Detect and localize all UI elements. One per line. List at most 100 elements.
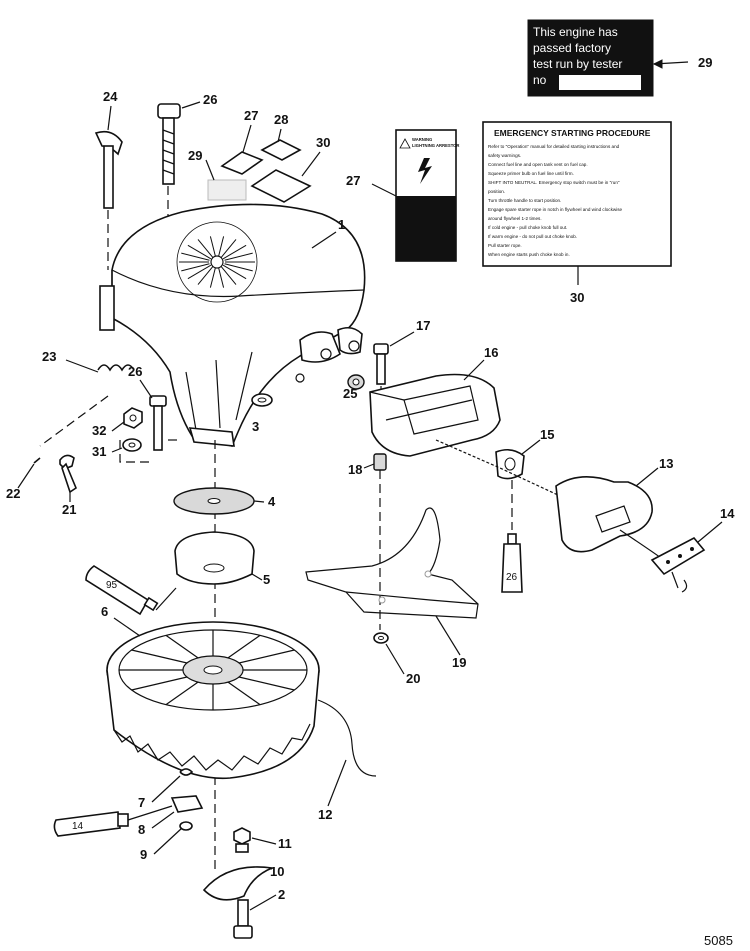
small-decals — [207, 139, 312, 203]
card-line: Refer to "Operation" manual for detailed… — [488, 144, 620, 149]
tag-line-4: no — [533, 73, 547, 87]
tag-line-2: passed factory — [533, 41, 611, 55]
tube-95-text: 95 — [106, 580, 118, 591]
nut-part-11 — [233, 827, 251, 853]
card-line: around flywheel 1-2 times. — [488, 216, 542, 221]
sleeve-part-18 — [373, 453, 387, 471]
pawl-retainer-part-5 — [174, 531, 255, 585]
callout-31: 31 — [92, 444, 106, 459]
bolt-part-2 — [233, 899, 253, 939]
callout-6: 6 — [101, 604, 108, 619]
lightning-bolt-icon — [418, 158, 432, 184]
leader-27-decal — [371, 183, 397, 197]
starter-housing-part-1 — [99, 203, 366, 447]
callout-28: 28 — [274, 112, 288, 127]
callout-11: 11 — [278, 836, 292, 851]
grommet-part-15 — [495, 448, 525, 480]
callout-29: 29 — [188, 148, 202, 163]
card-line: Pull starter rope. — [488, 243, 522, 248]
callout-15: 15 — [540, 427, 554, 442]
bolt-part-26-left — [149, 395, 167, 451]
tester-tag-label: This engine has passed factory test run … — [527, 19, 654, 97]
card-title: EMERGENCY STARTING PROCEDURE — [494, 128, 651, 138]
choke-handle-part-24 — [94, 130, 123, 209]
decal-27 — [220, 151, 264, 175]
callout-21: 21 — [62, 502, 76, 517]
callout-26-top: 26 — [203, 92, 217, 107]
callout-1: 1 — [338, 217, 345, 232]
screw-part-17 — [373, 343, 389, 385]
callout-14: 14 — [720, 506, 735, 521]
callout-5: 5 — [263, 572, 270, 587]
decal-29 — [207, 179, 247, 201]
retainer-part-10 — [202, 866, 276, 901]
tag-line-3: test run by tester — [533, 57, 622, 71]
friction-plate-part-4 — [173, 487, 255, 515]
callout-25: 25 — [343, 386, 357, 401]
washer-part-3 — [251, 393, 273, 407]
callout-30-card: 30 — [570, 290, 584, 305]
card-line: SHIFT INTO NEUTRAL. Emergency stop switc… — [488, 180, 620, 185]
bolt-part-26-top — [157, 103, 181, 185]
callout-30: 30 — [316, 135, 330, 150]
callout-23: 23 — [42, 349, 56, 364]
callout-2: 2 — [278, 887, 285, 902]
card-lines: Refer to "Operation" manual for detailed… — [488, 144, 623, 257]
card-line: position. — [488, 189, 505, 194]
starter-rope-part-12 — [317, 699, 377, 777]
card-line: If warm engine - do not pull out choke k… — [488, 234, 577, 239]
callout-12: 12 — [318, 807, 332, 822]
nut-part-32 — [123, 407, 143, 429]
lever-part-21 — [59, 454, 77, 494]
starter-handle-part-13 — [555, 476, 653, 553]
tube-26-text: 26 — [506, 572, 518, 583]
warning-header-2: LIGHTNING ARRESTOR — [412, 143, 459, 148]
decal-30 — [250, 169, 312, 203]
grease-tube-95: 95 — [85, 565, 159, 616]
lanyard-clip-part-14 — [650, 536, 706, 593]
warning-decal: WARNING LIGHTNING ARRESTOR — [395, 129, 459, 262]
card-line: When engine starts push choke knob in. — [488, 252, 570, 257]
callout-26-left: 26 — [128, 364, 142, 379]
callout-19: 19 — [452, 655, 466, 670]
card-line: Turn throttle handle to start position. — [488, 198, 561, 203]
callout-22: 22 — [6, 486, 20, 501]
card-line: safety warnings. — [488, 153, 521, 158]
spring-part-7 — [179, 768, 194, 776]
bracket-part-19 — [305, 507, 479, 619]
arrow-29-tag — [652, 59, 663, 69]
callout-3: 3 — [252, 419, 259, 434]
callout-20: 20 — [406, 671, 420, 686]
callout-17: 17 — [416, 318, 430, 333]
spring-part-23 — [97, 364, 135, 372]
emergency-starting-procedure-card: EMERGENCY STARTING PROCEDURE Refer to "O… — [482, 121, 672, 267]
pin-part-22 — [33, 457, 41, 464]
callout-16: 16 — [484, 345, 498, 360]
figure-number: 5085 — [704, 933, 733, 948]
callout-18: 18 — [348, 462, 362, 477]
handle-housing-part-16 — [369, 373, 501, 457]
callout-32: 32 — [92, 423, 106, 438]
callout-27: 27 — [244, 108, 258, 123]
callout-7: 7 — [138, 795, 145, 810]
pulley-part-6 — [106, 621, 320, 780]
bushing-part-25 — [347, 374, 365, 390]
clip-part-9 — [179, 821, 193, 831]
rope-segment — [435, 439, 621, 521]
washer-part-31 — [122, 438, 142, 452]
grease-tube-14: 14 — [53, 811, 129, 837]
callout-27-decal: 27 — [346, 173, 360, 188]
tag-line-1: This engine has — [533, 25, 618, 39]
callout-10: 10 — [270, 864, 284, 879]
sealant-tube-26: 26 — [501, 533, 523, 593]
callout-9: 9 — [140, 847, 147, 862]
card-line: Squeeze primer bulb on fuel line until f… — [488, 171, 574, 176]
callout-24: 24 — [103, 89, 118, 104]
warning-header-1: WARNING — [412, 137, 432, 142]
card-line: Connect fuel line and open tank vent on … — [488, 162, 588, 167]
washer-part-20 — [373, 632, 389, 644]
card-line: Engage spare starter rope in notch in fl… — [488, 207, 623, 212]
tube-14-text: 14 — [72, 821, 84, 832]
callout-8: 8 — [138, 822, 145, 837]
